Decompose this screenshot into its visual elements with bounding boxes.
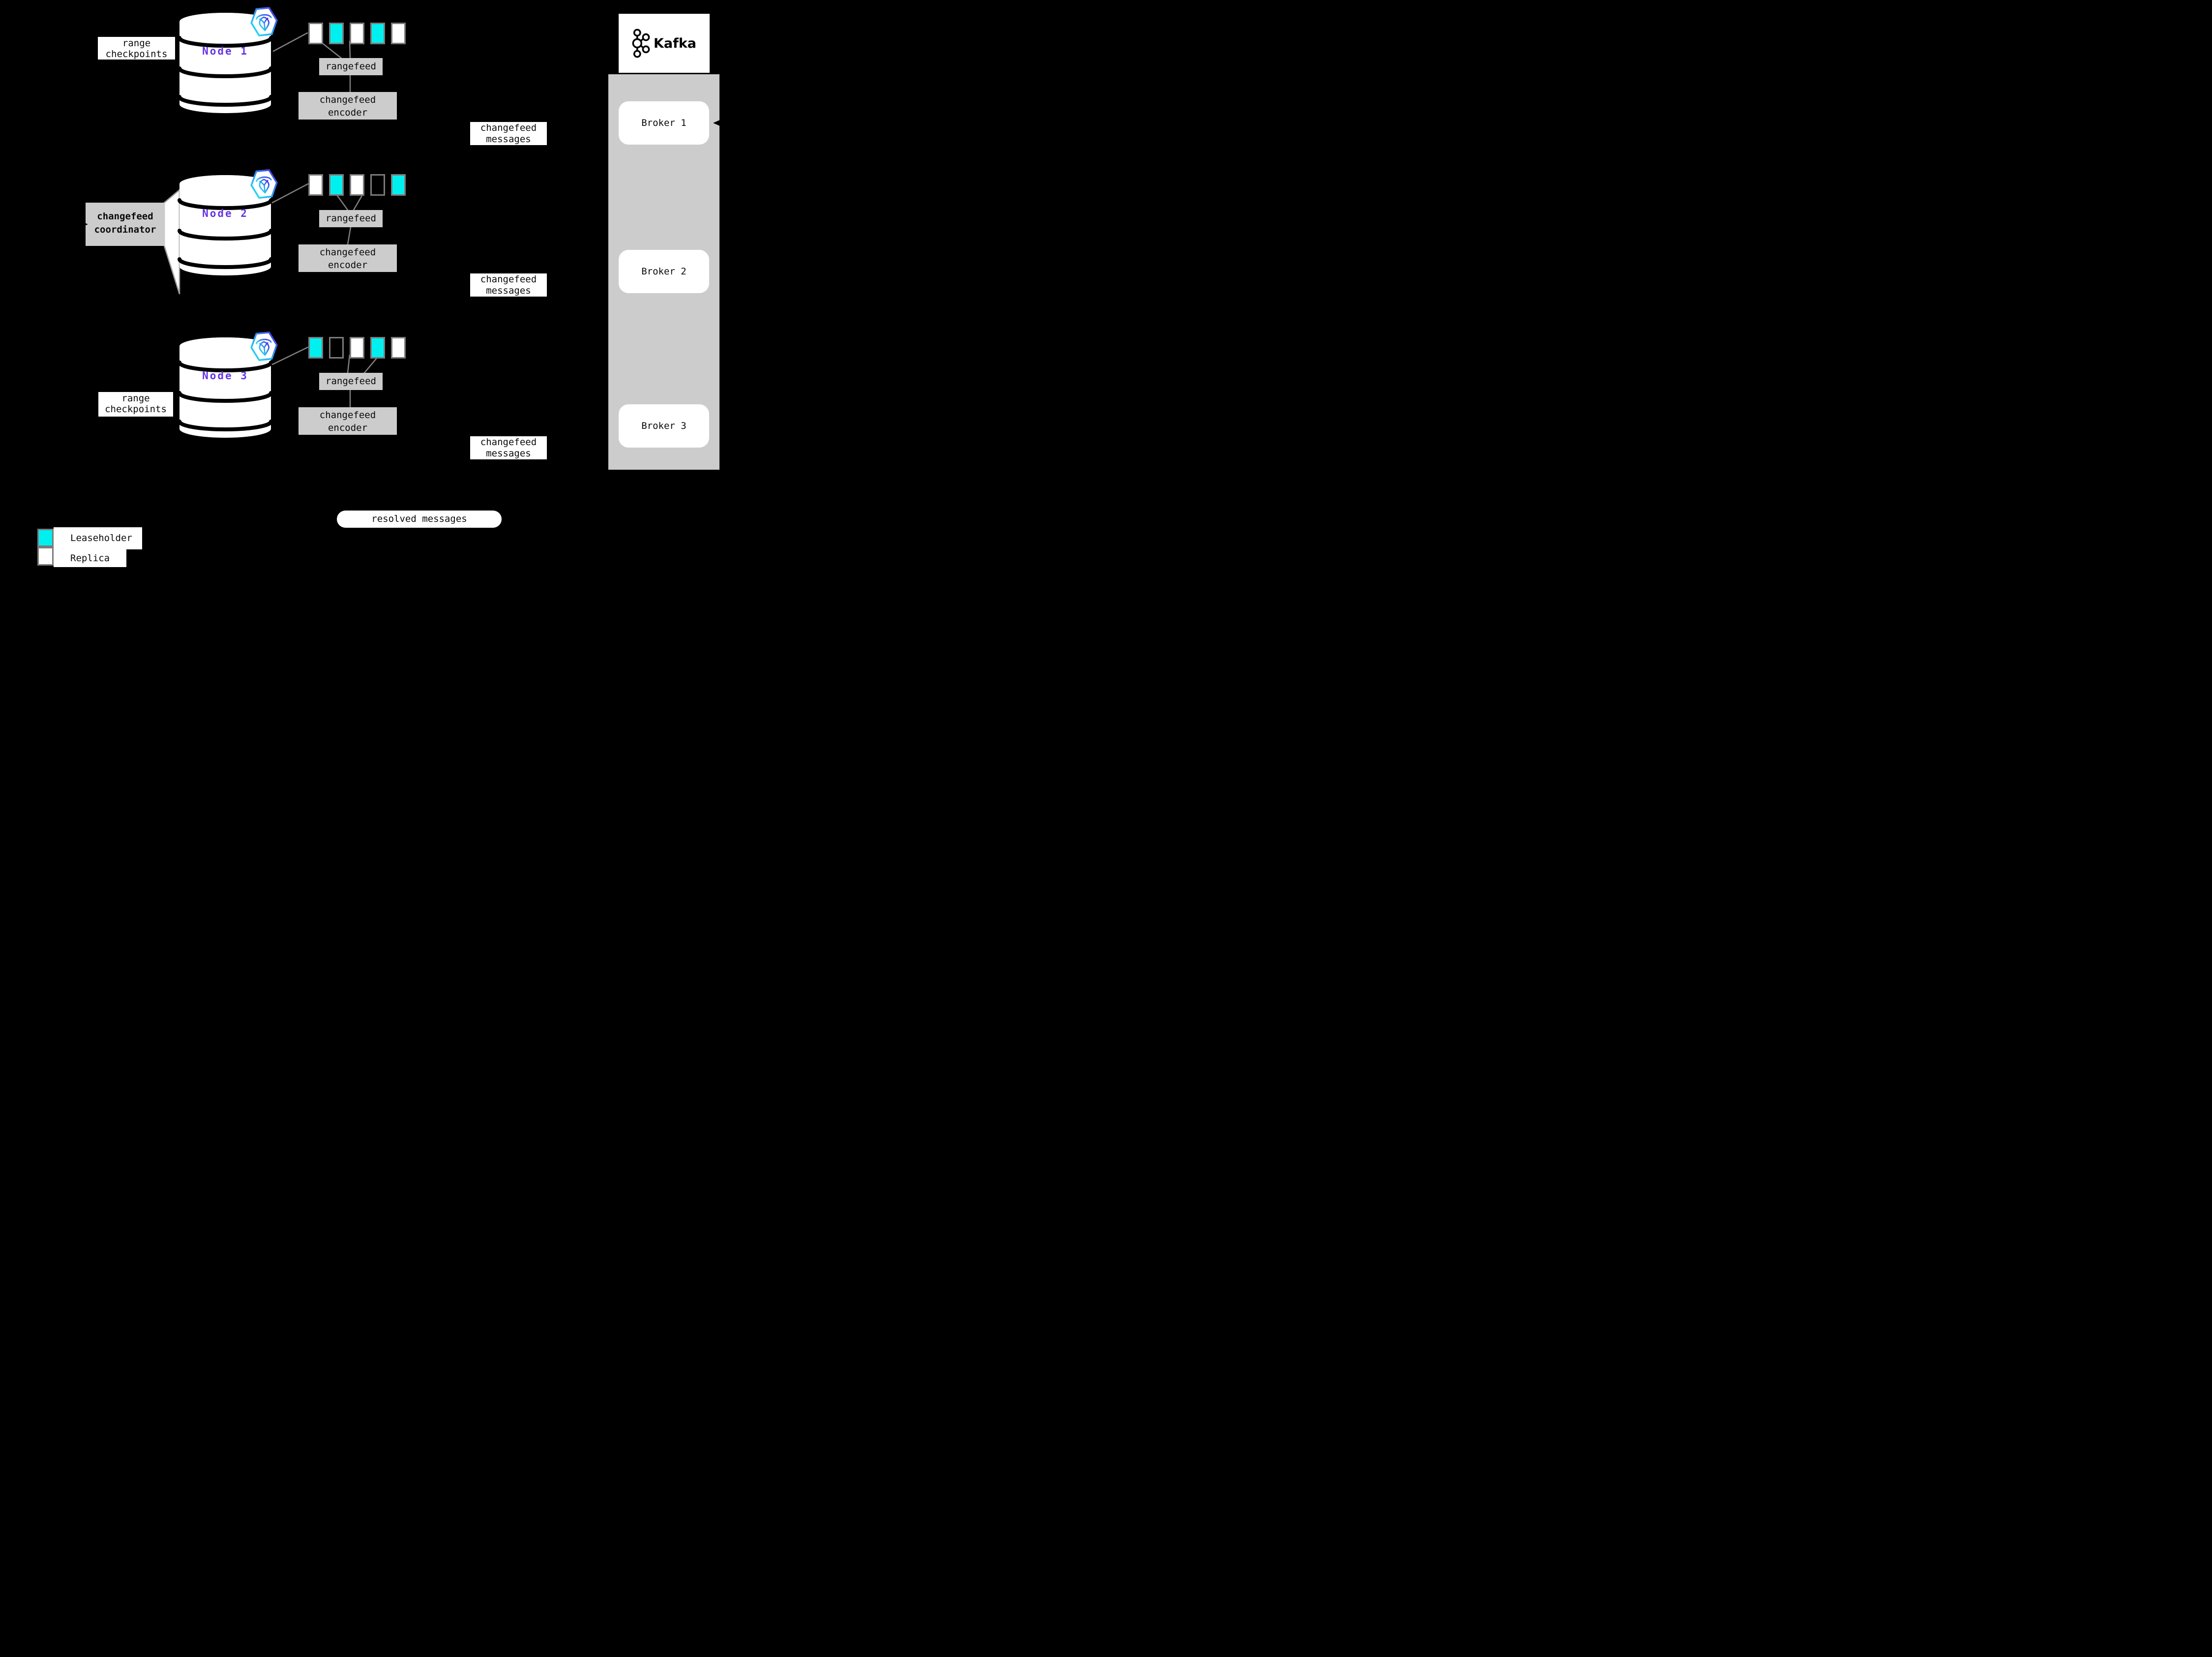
changefeed-coordinator-box: changefeed coordinator bbox=[86, 203, 165, 246]
coordinator-line1: changefeed bbox=[97, 211, 153, 222]
messages-line2: messages bbox=[486, 134, 531, 145]
changefeed-messages-label: changefeed messages bbox=[470, 436, 547, 459]
rangefeed-box: rangefeed bbox=[319, 373, 383, 390]
range-square bbox=[308, 174, 323, 196]
diagram-canvas: range checkpoints Node 1 rangefeed chang… bbox=[0, 0, 771, 577]
legend-replica-label: Replica bbox=[54, 549, 126, 567]
cockroachdb-badge-icon bbox=[249, 6, 279, 37]
range-checkpoints-label: range checkpoints bbox=[98, 392, 173, 417]
range-square bbox=[308, 337, 323, 359]
range-checkpoints-line2: checkpoints bbox=[105, 404, 167, 415]
broker-box: Broker 1 bbox=[619, 101, 709, 145]
range-square bbox=[308, 23, 323, 44]
node1-cylinder bbox=[179, 13, 271, 113]
coordinator-door-shape bbox=[163, 188, 180, 295]
messages-line1: changefeed bbox=[480, 122, 537, 133]
range-square bbox=[370, 174, 385, 196]
legend-leaseholder-label: Leaseholder bbox=[54, 527, 142, 549]
range-checkpoints-line1: range bbox=[122, 38, 151, 49]
range-square bbox=[350, 337, 364, 359]
range-square bbox=[329, 337, 344, 359]
node-label: Node 3 bbox=[202, 370, 248, 382]
range-checkpoints-label: range checkpoints bbox=[98, 37, 175, 60]
legend-replica-swatch bbox=[37, 547, 54, 566]
encoder-line1: changefeed bbox=[319, 410, 376, 421]
legend-leaseholder-swatch bbox=[37, 529, 54, 547]
broker-box: Broker 2 bbox=[619, 250, 709, 293]
range-row bbox=[308, 23, 406, 44]
rangefeed-box: rangefeed bbox=[319, 210, 383, 227]
range-checkpoints-line2: checkpoints bbox=[105, 49, 168, 60]
messages-line2: messages bbox=[486, 285, 531, 296]
range-square bbox=[350, 23, 364, 44]
kafka-logo-icon bbox=[632, 29, 650, 58]
range-square bbox=[350, 174, 364, 196]
broker-box: Broker 3 bbox=[619, 404, 709, 448]
cockroachdb-badge-icon bbox=[249, 168, 279, 200]
encoder-line2: encoder bbox=[328, 260, 368, 271]
range-checkpoints-line1: range bbox=[121, 393, 150, 404]
encoder-line2: encoder bbox=[328, 422, 368, 433]
range-square bbox=[391, 337, 406, 359]
coordinator-line2: coordinator bbox=[94, 224, 156, 235]
rangefeed-box: rangefeed bbox=[319, 58, 383, 75]
range-square bbox=[391, 174, 406, 196]
range-square bbox=[329, 174, 344, 196]
kafka-broker-panel: Broker 1 Broker 2 Broker 3 bbox=[608, 74, 719, 470]
range-row bbox=[308, 337, 406, 359]
range-square bbox=[391, 23, 406, 44]
range-square bbox=[329, 23, 344, 44]
range-square bbox=[370, 337, 385, 359]
encoder-line1: changefeed bbox=[319, 94, 376, 105]
node-label: Node 1 bbox=[202, 45, 248, 57]
node3-cylinder bbox=[179, 337, 271, 438]
node2-cylinder bbox=[179, 175, 271, 275]
changefeed-messages-label: changefeed messages bbox=[470, 273, 547, 297]
cockroachdb-badge-icon bbox=[249, 331, 279, 362]
changefeed-encoder-box: changefeed encoder bbox=[299, 244, 397, 272]
changefeed-encoder-box: changefeed encoder bbox=[299, 407, 397, 435]
messages-line1: changefeed bbox=[480, 274, 537, 285]
messages-line1: changefeed bbox=[480, 437, 537, 448]
resolved-messages-pill: resolved messages bbox=[337, 511, 502, 528]
encoder-line2: encoder bbox=[328, 107, 368, 118]
range-square bbox=[370, 23, 385, 44]
kafka-brand: Kafka bbox=[653, 35, 697, 51]
messages-line2: messages bbox=[486, 448, 531, 459]
range-row bbox=[308, 174, 406, 196]
kafka-logo-box: Kafka bbox=[619, 14, 710, 73]
changefeed-messages-label: changefeed messages bbox=[470, 122, 547, 145]
encoder-line1: changefeed bbox=[319, 247, 376, 258]
node-label: Node 2 bbox=[202, 208, 248, 219]
changefeed-encoder-box: changefeed encoder bbox=[299, 92, 397, 120]
